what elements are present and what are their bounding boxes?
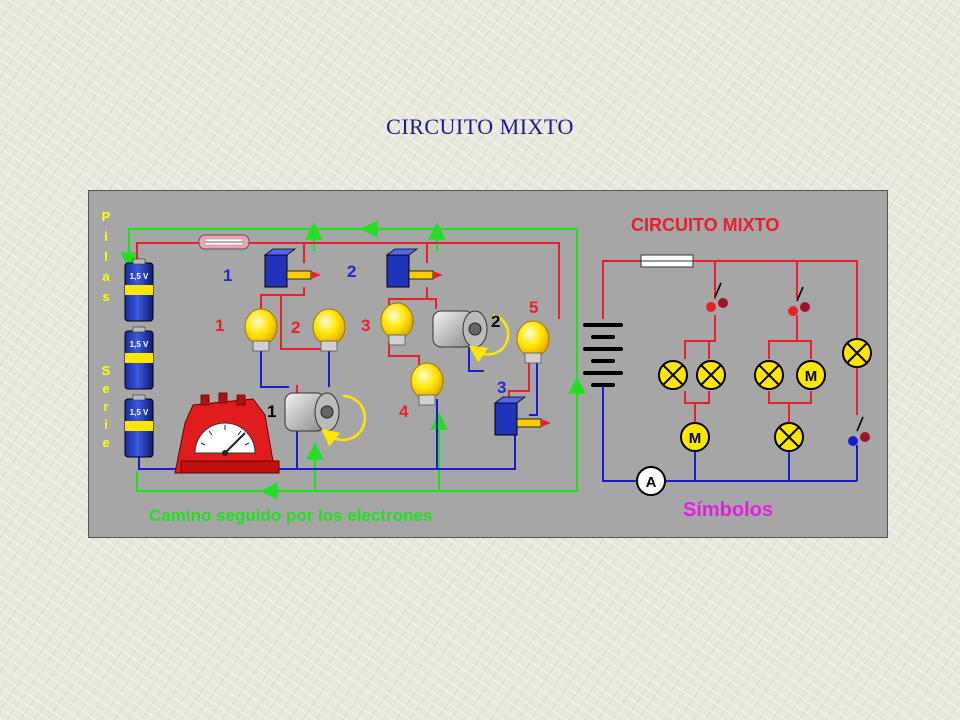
motor-symbol-2: M: [796, 360, 826, 390]
motor-symbol-1-letter: M: [689, 430, 702, 447]
lamp-5: [516, 320, 550, 364]
lamp-2-number: 2: [291, 318, 300, 337]
ammeter-icon: [174, 392, 280, 474]
switch-symbol-1: [706, 282, 728, 312]
switch-symbol-3: [848, 416, 870, 446]
switch-3: [493, 396, 551, 436]
motor-symbol-2-letter: M: [805, 368, 818, 385]
battery-2-label: 1,5 V: [130, 340, 149, 349]
lamp-3-number: 3: [361, 316, 370, 335]
battery-1-label: 1,5 V: [130, 272, 149, 281]
lamp-symbol-3: [754, 360, 784, 390]
lamp-1-number: 1: [215, 316, 224, 335]
ammeter-symbol-letter: A: [646, 474, 657, 491]
lamp-3: [380, 302, 414, 346]
battery-stack: 1,5 V 1,5 V 1,5 V: [124, 258, 154, 458]
lamp-4: [410, 362, 444, 406]
switch-1-number: 1: [223, 266, 232, 285]
lamp-symbol-2: [696, 360, 726, 390]
red-wires: [136, 242, 560, 403]
lamp-5-number: 5: [529, 298, 538, 317]
lamp-symbol-5: [842, 338, 872, 368]
battery-1: 1,5 V: [124, 258, 154, 322]
electron-path: [120, 220, 586, 500]
motor-1-number: 1: [267, 402, 276, 421]
motor-2-number: 2: [491, 312, 500, 331]
motor-symbol-1: M: [680, 422, 710, 452]
lamp-symbol-4: [774, 422, 804, 452]
ammeter-symbol: A: [636, 466, 666, 496]
battery-symbol: [583, 323, 623, 387]
switch-2: [385, 248, 443, 288]
slide-title: CIRCUITO MIXTO: [386, 114, 574, 139]
motor-2: [432, 310, 510, 363]
fuse-left: [198, 234, 250, 250]
battery-3-label: 1,5 V: [130, 408, 149, 417]
switch-2-number: 2: [347, 262, 356, 281]
lamp-2: [312, 308, 346, 352]
symbol-red-wires: [602, 260, 858, 425]
switch-1: [263, 248, 321, 288]
battery-2: 1,5 V: [124, 326, 154, 390]
symbols-caption: Símbolos: [683, 499, 773, 521]
lamp-4-number: 4: [399, 402, 409, 421]
switch-3-number: 3: [497, 378, 506, 397]
symbols-heading: CIRCUITO MIXTO: [631, 215, 779, 235]
symbol-blue-wires: [602, 387, 858, 482]
fuse-symbol: [640, 254, 694, 268]
electron-path-caption: Camino seguido por los electrones: [149, 506, 432, 525]
motor-1: [284, 392, 367, 447]
lamp-symbol-1: [658, 360, 688, 390]
lamp-1: [244, 308, 278, 352]
battery-3: 1,5 V: [124, 394, 154, 458]
switch-symbol-2: [788, 286, 810, 316]
